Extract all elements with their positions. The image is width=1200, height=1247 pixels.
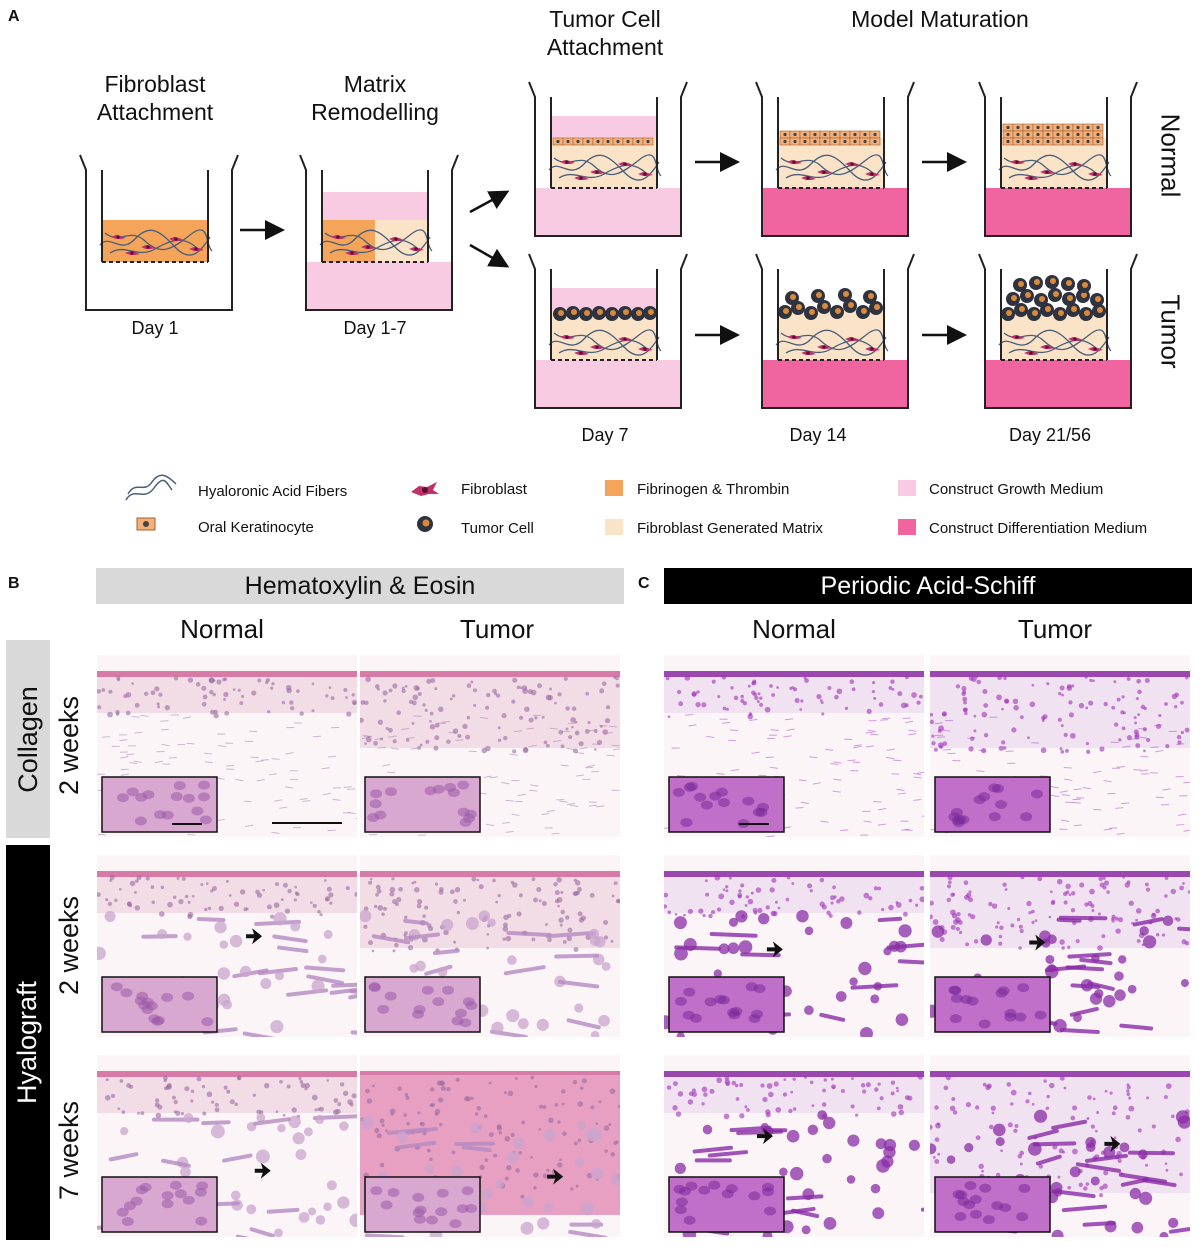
he-col-tumor: Tumor: [459, 614, 535, 644]
fibroblast-icon: [411, 482, 439, 496]
step-title-line: Tumor Cell: [549, 6, 661, 32]
he-col-normal: Normal: [180, 614, 264, 644]
step-title-line: Remodelling: [311, 99, 439, 125]
step-title-model-maturation: Model Maturation: [790, 5, 1090, 33]
step-title-line: Matrix: [343, 71, 407, 97]
matrix-swatch: [605, 519, 623, 535]
micrograph-he-tumor-collagen-2w: [360, 655, 620, 837]
annotation-arrow-icon: [756, 1128, 773, 1145]
panel-a-letter: A: [8, 8, 20, 25]
time-row3: 7 weeks: [50, 1060, 90, 1240]
insert-tumor-day7: [528, 253, 688, 409]
micrograph-pas-normal-hyalograft-2w: [664, 855, 924, 1037]
step-title-line: Fibroblast: [104, 71, 206, 97]
annotation-arrow-icon: [1029, 934, 1046, 951]
insert-tumor-day21: [978, 253, 1138, 409]
diff-medium-swatch: [898, 519, 916, 535]
micrograph-he-tumor-hyalograft-2w: [360, 855, 620, 1037]
insert-day1-7: [299, 154, 459, 311]
legend-label: Tumor Cell: [461, 520, 534, 537]
row-label-tumor: Tumor: [1155, 294, 1186, 369]
row-label-normal: Normal: [1155, 113, 1186, 198]
panel-b-letter: B: [8, 575, 20, 592]
pas-col-tumor: Tumor: [1017, 614, 1093, 644]
time-label: 2 weeks: [54, 695, 85, 795]
group-hyalograft-label: Hyalograft: [12, 980, 43, 1105]
micrograph-he-normal-hyalograft-2w: [97, 855, 357, 1037]
group-collagen-label: Collagen: [12, 685, 43, 793]
he-header: Hematoxylin & Eosin: [96, 568, 624, 604]
hyaluronic-fiber-icon: [125, 474, 177, 501]
legend-label: Construct Differentiation Medium: [929, 520, 1148, 537]
legend-label: Fibroblast: [461, 481, 527, 498]
insert-day1: [79, 154, 239, 311]
step-title-line: Attachment: [546, 34, 664, 60]
pas-header: Periodic Acid-Schiff: [664, 568, 1192, 604]
micrograph-pas-normal-collagen-2w: [664, 655, 924, 837]
day-label: Day 1: [131, 318, 179, 338]
panel-c-letter: C: [638, 575, 650, 592]
annotation-arrow-icon: [1104, 1135, 1121, 1152]
micrograph-he-normal-collagen-2w: [97, 655, 357, 837]
day-label: Day 1-7: [343, 318, 407, 338]
insert-tumor-day14: [755, 253, 915, 409]
growth-medium-swatch: [898, 480, 916, 496]
insert-normal-day21: [978, 81, 1138, 237]
step-title-fibroblast-attachment: Fibroblast Attachment: [60, 70, 250, 126]
step-title-line: Model Maturation: [851, 6, 1029, 32]
keratinocyte-icon: [136, 517, 156, 531]
micrograph-pas-tumor-hyalograft-7w: [930, 1055, 1190, 1237]
micrograph-pas-tumor-hyalograft-2w: [930, 855, 1190, 1037]
micrograph-he-normal-hyalograft-7w: [97, 1055, 357, 1237]
legend-label: Hyaloronic Acid Fibers: [198, 483, 348, 500]
time-label: 2 weeks: [54, 895, 85, 995]
culture-schematic: [79, 81, 1138, 409]
annotation-arrow-icon: [246, 928, 263, 945]
tumor-cell-icon: [417, 516, 433, 532]
day-label: Day 7: [581, 425, 629, 445]
time-row2: 2 weeks: [50, 860, 90, 1030]
legend-label: Fibrinogen & Thrombin: [637, 481, 790, 498]
day-label: Day 21/56: [1008, 425, 1092, 445]
legend-icons-col1: [125, 474, 177, 531]
annotation-arrow-icon: [547, 1168, 564, 1185]
micrograph-pas-tumor-collagen-2w: [930, 655, 1190, 837]
legend-label: Fibroblast Generated Matrix: [637, 520, 823, 537]
group-hyalograft: Hyalograft: [6, 845, 50, 1240]
legend-icons-col2: [411, 482, 439, 532]
step-title-tumor-cell-attachment: Tumor Cell Attachment: [510, 5, 700, 61]
pas-col-normal: Normal: [752, 614, 836, 644]
annotation-arrow-icon: [766, 941, 783, 958]
insert-normal-day7: [528, 81, 688, 237]
fibrinogen-swatch: [605, 480, 623, 496]
micrograph-he-tumor-hyalograft-7w: [360, 1055, 620, 1237]
time-label: 7 weeks: [54, 1100, 85, 1200]
group-collagen: Collagen: [6, 640, 50, 838]
micrograph-pas-normal-hyalograft-7w: [664, 1055, 924, 1237]
day-label: Day 14: [789, 425, 847, 445]
legend-label: Construct Growth Medium: [929, 481, 1104, 498]
insert-normal-day14: [755, 81, 915, 237]
legend-label: Oral Keratinocyte: [198, 519, 314, 536]
step-title-matrix-remodelling: Matrix Remodelling: [280, 70, 470, 126]
annotation-arrow-icon: [254, 1162, 271, 1179]
time-row1: 2 weeks: [50, 660, 90, 830]
step-title-line: Attachment: [96, 99, 214, 125]
